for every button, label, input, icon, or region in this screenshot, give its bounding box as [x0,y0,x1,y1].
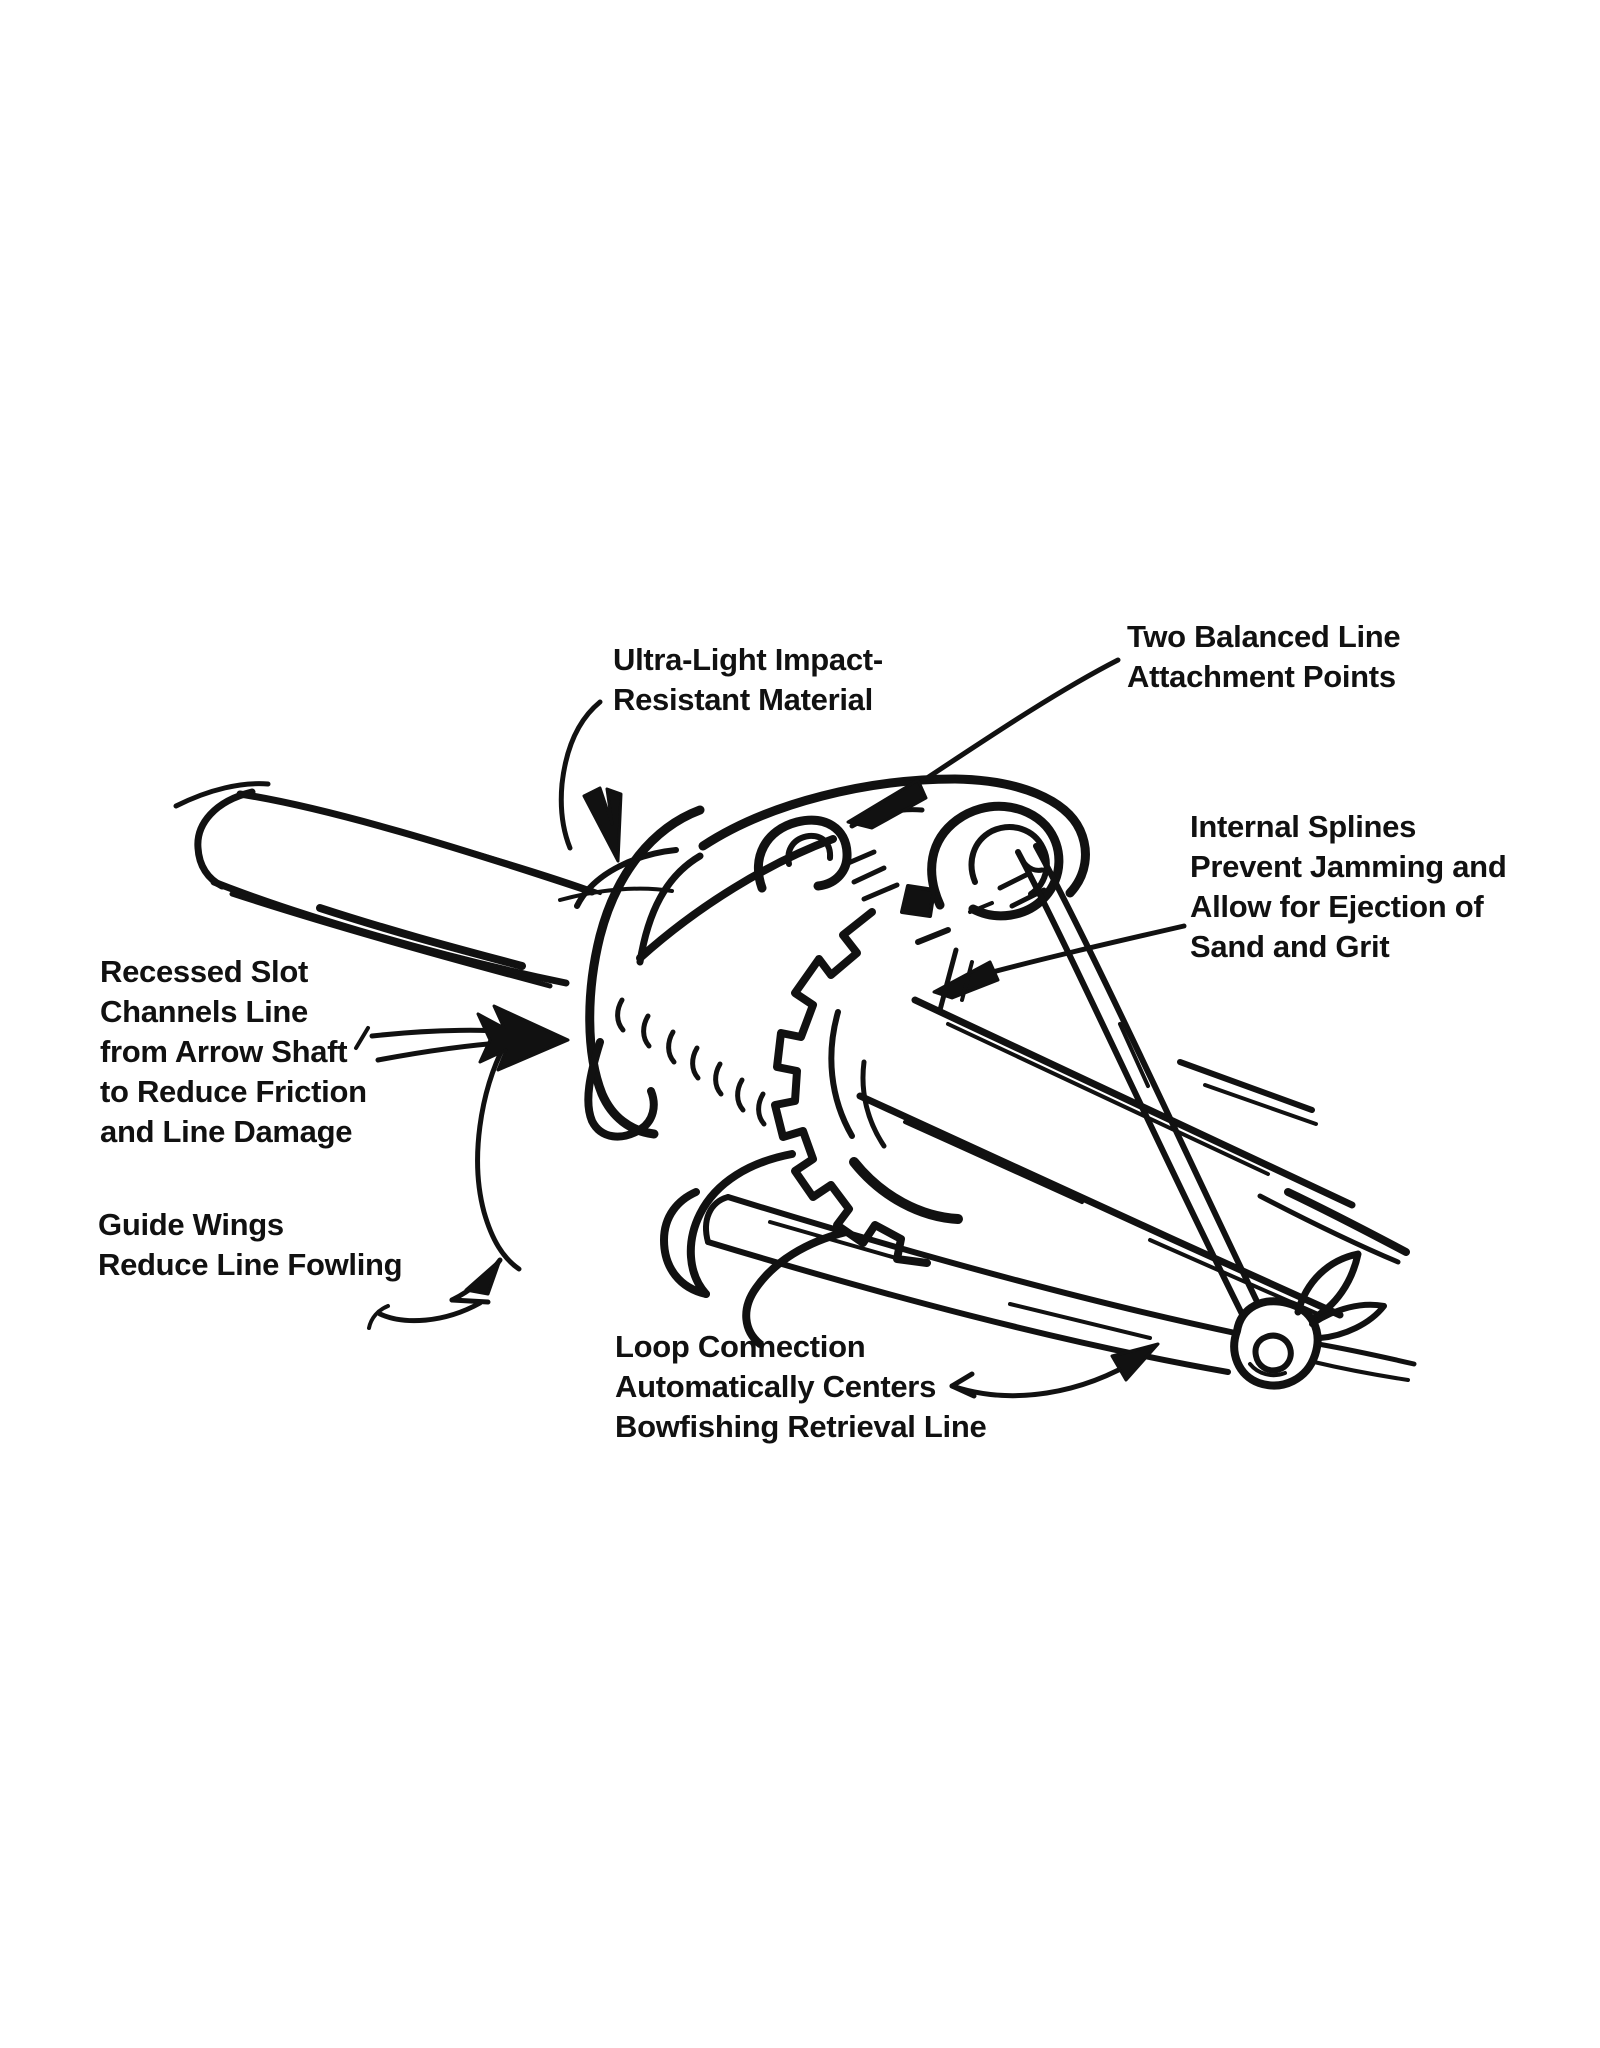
leader-arrow-two-balanced [846,657,1121,830]
leader-arrow-loop-connection [949,1342,1160,1399]
label-line: to Reduce Friction [100,1074,367,1109]
label-line: Prevent Jamming and [1190,849,1507,884]
internal-splines-gear-sketch [771,884,963,1267]
attachment-ears-sketch [698,774,1090,921]
label-line: Allow for Ejection of [1190,889,1484,924]
leader-arrow-guide-wings [367,1257,503,1330]
label-line: from Arrow Shaft [100,1034,348,1069]
arrow-shaft-left-sketch [173,781,602,989]
label-loop-connection: Loop Connection Automatically Centers Bo… [615,1327,987,1447]
wing-sweep-arc-sketch [475,1041,522,1272]
label-recessed-slot: Recessed Slot Channels Line from Arrow S… [100,952,367,1152]
leader-arrow-internal-splines [932,923,1187,1013]
label-line: Internal Splines [1190,809,1417,844]
leader-arrow-recessed-slot [354,1004,570,1072]
label-ultra-light-material: Ultra-Light Impact- Resistant Material [613,640,883,720]
label-line: Ultra-Light Impact- [613,642,883,677]
guide-wing-sketch [660,1150,850,1348]
label-line: Attachment Points [1127,659,1396,694]
label-line: Loop Connection [615,1329,866,1364]
label-line: and Line Damage [100,1114,353,1149]
loop-ring-sketch [1230,1250,1417,1390]
label-line: Resistant Material [613,682,873,717]
label-line: Sand and Grit [1190,929,1390,964]
leader-arrow-ultra-light [558,699,623,863]
label-line: Channels Line [100,994,308,1029]
label-line: Recessed Slot [100,954,309,989]
body-hatch-marks [615,997,767,1127]
label-line: Two Balanced Line [1127,619,1401,654]
label-line: Automatically Centers [615,1369,937,1404]
label-two-balanced-attachment-points: Two Balanced Line Attachment Points [1127,617,1401,697]
label-line: Reduce Line Fowling [98,1247,403,1282]
label-guide-wings: Guide Wings Reduce Line Fowling [98,1205,403,1285]
label-line: Guide Wings [98,1207,284,1242]
retrieval-line-upper-sketch [1015,843,1265,1321]
label-internal-splines: Internal Splines Prevent Jamming and All… [1190,807,1507,967]
label-line: Bowfishing Retrieval Line [615,1409,987,1444]
slide-collar-sketch [558,805,837,1141]
